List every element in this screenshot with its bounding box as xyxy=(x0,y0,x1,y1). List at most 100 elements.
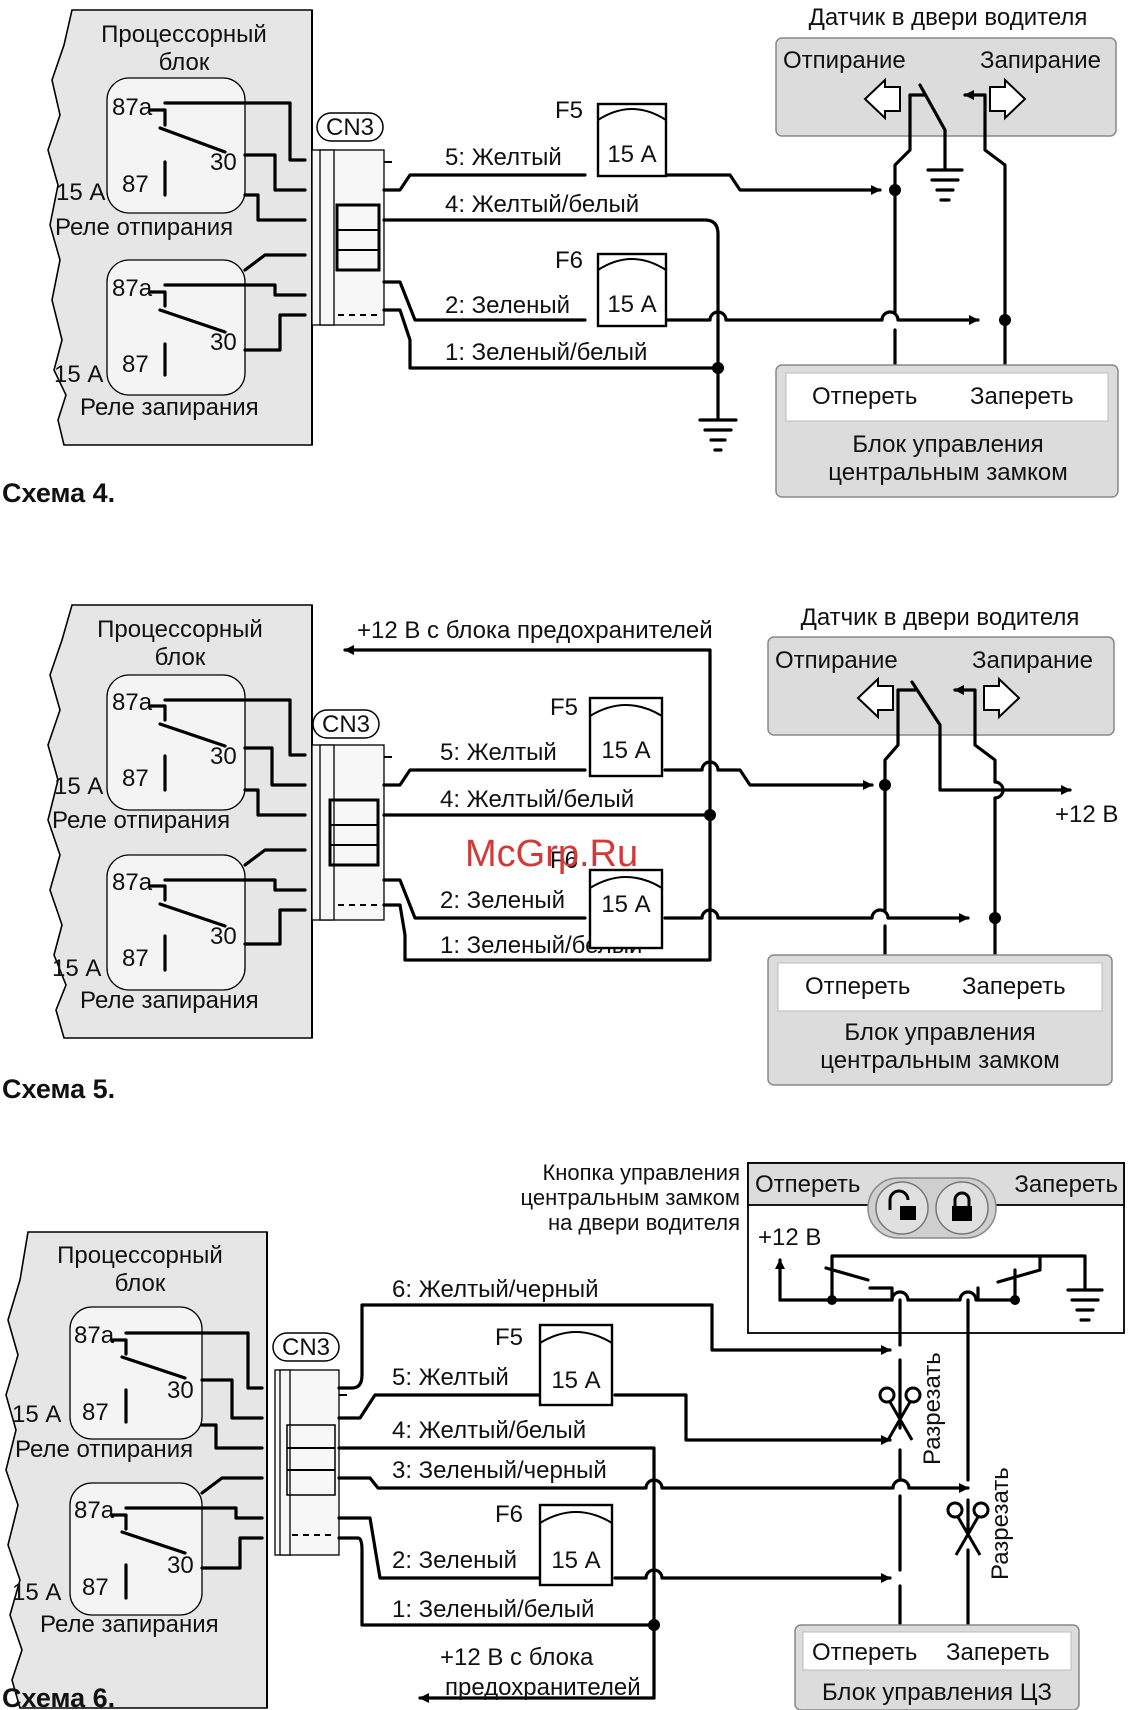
ecu-inner xyxy=(802,1631,1072,1671)
wire-4-yellow-white xyxy=(337,1446,656,1700)
ground-icon xyxy=(926,158,964,202)
relay-current: 15 А xyxy=(54,773,103,800)
pin-87: 87 xyxy=(122,351,149,378)
scheme-4: Процессорный блок 87a 87 30 15 А Реле от… xyxy=(2,4,1119,508)
wire-relay xyxy=(200,1536,264,1570)
relay-lock-label: Реле запирания xyxy=(80,394,259,421)
ecu-title-a: Блок управления xyxy=(844,1019,1035,1046)
relay-lock-4 xyxy=(106,259,246,396)
connector-latch xyxy=(328,798,380,867)
wire-3-label: 3: Зеленый/черный xyxy=(392,1457,607,1484)
relay-contact-5b xyxy=(148,884,227,972)
cut-label: Разрезать xyxy=(987,1467,1014,1580)
fuse-arc xyxy=(539,1511,613,1524)
scissors-icon xyxy=(946,1501,990,1556)
wire-2-green xyxy=(337,1516,542,1580)
door-sensor-title: Датчик в двери водителя xyxy=(809,4,1088,31)
wire-relay xyxy=(200,1378,264,1420)
relay-contact-5a xyxy=(148,704,227,792)
pin-87: 87 xyxy=(82,1399,109,1426)
relay-lock-5 xyxy=(106,854,246,991)
connector-label: CN3 xyxy=(282,1334,330,1361)
fuse-label: F5 xyxy=(555,97,583,124)
padlock-icon xyxy=(952,1191,972,1221)
wire-5-yellow xyxy=(663,173,882,195)
fuse-label: F5 xyxy=(550,694,578,721)
fuse-label: F6 xyxy=(495,1501,523,1528)
sensor-wire-a xyxy=(883,688,917,787)
fuse-body xyxy=(538,1503,614,1587)
wire-4-label: 4: Желтый/белый xyxy=(392,1417,586,1444)
wire-relay xyxy=(243,193,307,222)
wire-relay xyxy=(200,1476,264,1495)
pin-87a: 87a xyxy=(112,689,153,716)
btn-lock-label: Запереть xyxy=(1014,1171,1118,1198)
junction xyxy=(648,1619,660,1631)
ecu-lock: Запереть xyxy=(946,1639,1050,1666)
wire-2-label: 2: Зеленый xyxy=(392,1547,517,1574)
caption-scheme-5: Схема 5. xyxy=(2,1074,115,1104)
sensor-switch xyxy=(918,83,947,162)
wire-relay xyxy=(163,698,307,757)
wire-1-green-white xyxy=(337,1536,656,1627)
relay-contact-6b xyxy=(110,1513,187,1600)
button-title-c: на двери водителя xyxy=(548,1210,740,1235)
relay-unlock-5 xyxy=(106,674,246,811)
arrow-left-icon xyxy=(863,77,901,121)
caption-scheme-6: Схема 6. xyxy=(2,1683,115,1710)
watermark: McGrp.Ru xyxy=(465,833,638,875)
supply-label-b: предохранителей xyxy=(445,1674,641,1701)
wire-6-label: 6: Желтый/черный xyxy=(392,1276,599,1303)
sensor-wire-a xyxy=(893,93,927,192)
wire-5-yellow xyxy=(613,1393,892,1445)
fuse-f6-6: F6 15 А xyxy=(495,1501,614,1587)
ecu-inner xyxy=(777,962,1103,1012)
caption-scheme-4: Схема 4. xyxy=(2,478,115,508)
wire-relay xyxy=(163,101,307,162)
fuse-body xyxy=(588,868,664,950)
ecu-title-b: центральным замком xyxy=(820,1047,1059,1074)
wire-relay xyxy=(124,1331,264,1390)
unlocking-label: Отпирание xyxy=(783,47,906,74)
supply-label-a: +12 В с блока xyxy=(440,1644,594,1671)
fuse-arc xyxy=(589,704,663,717)
wire-5-label: 5: Желтый xyxy=(440,739,557,766)
wire-2-green xyxy=(663,908,970,923)
relay-contact-4a xyxy=(148,108,227,197)
relay-contact-6a xyxy=(110,1338,187,1424)
arrow-right-icon xyxy=(989,77,1027,121)
pin-87: 87 xyxy=(122,945,149,972)
cut-label: Разрезать xyxy=(919,1352,946,1465)
ground-icon xyxy=(1038,1254,1104,1322)
wire-5-yellow xyxy=(663,760,874,790)
pin-87a: 87a xyxy=(112,94,153,121)
ecu-title-a: Блок управления xyxy=(852,431,1043,458)
relay-current: 15 А xyxy=(12,1579,61,1606)
wire-2-green xyxy=(663,310,980,325)
wire-relay xyxy=(163,283,307,297)
wire-1-label: 1: Зеленый/белый xyxy=(392,1596,594,1623)
ecu-inner xyxy=(785,372,1109,422)
pin-30: 30 xyxy=(167,1377,194,1404)
pin-87a: 87a xyxy=(74,1322,115,1349)
pin-87a: 87a xyxy=(112,869,153,896)
wire-relay xyxy=(243,153,307,192)
locking-label: Запирание xyxy=(980,47,1101,74)
plus12-label: +12 В xyxy=(758,1224,821,1251)
connector-label: CN3 xyxy=(322,711,370,738)
supply-label: +12 В с блока предохранителей xyxy=(357,617,713,644)
arrow-right-icon xyxy=(983,676,1021,720)
relay-lock-6 xyxy=(69,1482,203,1616)
fuse-arc xyxy=(539,1331,613,1344)
fuse-rating: 15 А xyxy=(551,1367,600,1394)
connector-pin-col xyxy=(319,744,335,921)
locking-label: Запирание xyxy=(972,647,1093,674)
relay-current: 15 А xyxy=(52,955,101,982)
fuse-arc xyxy=(597,108,667,121)
wire-relay xyxy=(243,908,307,946)
scissors-icon xyxy=(878,1386,922,1441)
button-bus xyxy=(830,1290,1017,1302)
wire-5-label: 5: Желтый xyxy=(392,1364,509,1391)
unlocking-label: Отпирание xyxy=(775,647,898,674)
fuse-rating: 15 А xyxy=(601,891,650,918)
